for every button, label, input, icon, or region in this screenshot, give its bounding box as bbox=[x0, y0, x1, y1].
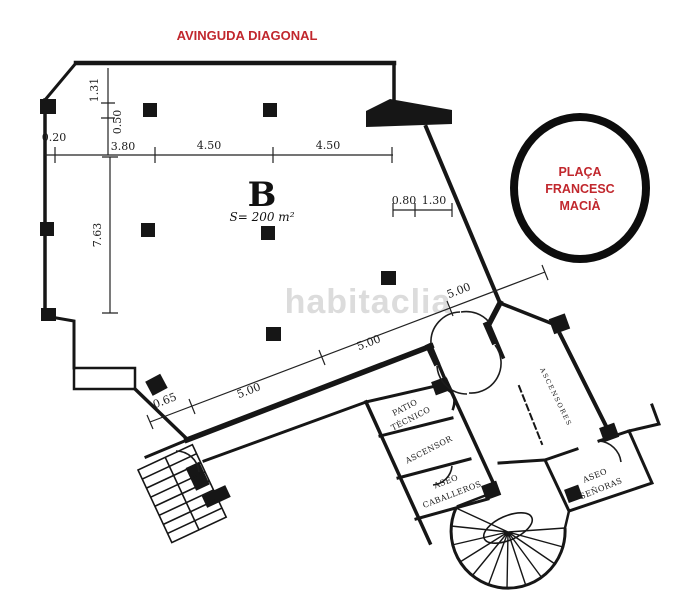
unit-area-label: S= 200 m² bbox=[230, 210, 295, 224]
dimension-lines bbox=[45, 68, 549, 430]
spiral-outer-wall bbox=[449, 507, 567, 590]
column bbox=[145, 373, 168, 396]
wall-lower-left-diagonal bbox=[132, 386, 190, 442]
dim-label: 1.31 bbox=[88, 78, 101, 103]
column bbox=[431, 376, 451, 396]
plaza-line-2: FRANCESC bbox=[545, 182, 614, 196]
divider-caballeros-stair bbox=[414, 497, 490, 521]
column bbox=[548, 313, 571, 335]
wall-planter bbox=[72, 366, 137, 391]
walls bbox=[42, 60, 661, 546]
corridor-wall bbox=[202, 400, 368, 463]
column bbox=[481, 480, 502, 501]
vestibule-side-walls bbox=[428, 321, 506, 380]
door-arcs bbox=[175, 310, 622, 486]
dim-label: 3.80 bbox=[111, 140, 136, 153]
top-right-wall-wedge bbox=[366, 99, 452, 127]
double-door-leaf bbox=[468, 344, 502, 394]
plaza-line-1: PLAÇA bbox=[558, 165, 601, 179]
column bbox=[40, 222, 54, 236]
straight-staircase bbox=[136, 443, 228, 544]
dim-label: 5.00 bbox=[355, 332, 383, 353]
senoras-door-arc bbox=[598, 440, 622, 463]
street-label: AVINGUDA DIAGONAL bbox=[177, 28, 318, 43]
stair-door-arc bbox=[175, 450, 200, 473]
spiral-staircase bbox=[449, 507, 567, 590]
dim-label: 4.50 bbox=[197, 139, 222, 152]
dim-line-left-vertical bbox=[102, 156, 118, 314]
lobby-right-diagonal-wall bbox=[557, 331, 610, 431]
column bbox=[143, 103, 157, 117]
column bbox=[599, 422, 620, 443]
lobby-top-wall bbox=[497, 300, 556, 327]
plaza-circle-group: PLAÇA FRANCESC MACIÀ bbox=[510, 113, 650, 263]
double-door-leaf bbox=[460, 310, 490, 323]
wall-left-step bbox=[43, 314, 76, 370]
door-jambs bbox=[424, 320, 499, 367]
dim-label: 4.50 bbox=[316, 139, 341, 152]
dim-label: 5.00 bbox=[235, 380, 263, 401]
column bbox=[261, 226, 275, 240]
column bbox=[141, 223, 155, 237]
divider-patio-ascensor bbox=[378, 416, 454, 438]
room-label-ascensor: ASCENSOR bbox=[403, 434, 454, 466]
divider-ascensor-caballeros bbox=[396, 457, 472, 480]
spiral-treads bbox=[450, 507, 566, 590]
dim-line-top bbox=[45, 147, 393, 163]
double-door-leaf bbox=[430, 311, 461, 345]
column bbox=[41, 308, 56, 321]
column bbox=[40, 99, 56, 114]
plaza-line-3: MACIÀ bbox=[560, 198, 601, 213]
columns bbox=[40, 99, 620, 508]
right-stub-wall bbox=[627, 403, 661, 433]
watermark: habitaclia bbox=[285, 283, 452, 321]
shaft-dashed-line bbox=[517, 384, 544, 446]
column bbox=[564, 484, 583, 503]
patio-top-wall bbox=[364, 383, 442, 404]
lobby-bottom-wall bbox=[497, 458, 547, 465]
dim-label: 1.30 bbox=[422, 194, 447, 207]
dim-line-mid bbox=[392, 203, 453, 217]
column bbox=[266, 327, 281, 341]
wall-main-diagonal bbox=[183, 342, 435, 444]
wall-main-diagonal-end bbox=[485, 299, 504, 328]
plaza-circle bbox=[510, 113, 650, 263]
column bbox=[263, 103, 277, 117]
senoras-room-walls bbox=[542, 429, 655, 513]
dim-line-diagonal bbox=[146, 264, 549, 430]
dim-label: 0.80 bbox=[392, 194, 417, 207]
dim-label: 7.63 bbox=[91, 223, 104, 248]
column bbox=[381, 271, 396, 285]
caballeros-door-arc bbox=[432, 465, 453, 486]
unit-name-label: B bbox=[248, 175, 277, 215]
room-label-ascensores: ASCENSORES bbox=[538, 366, 574, 428]
dim-label: 0.50 bbox=[111, 110, 124, 135]
spiral-connector-walls bbox=[456, 489, 571, 530]
wall-topleft-cut bbox=[42, 60, 79, 103]
stair-connector-wall bbox=[144, 438, 189, 459]
wall-right-diagonal bbox=[423, 124, 503, 306]
dimension-labels: 1.31 0.50 0.20 3.80 4.50 4.50 7.63 0.80 … bbox=[42, 78, 473, 411]
stair-treads bbox=[141, 452, 223, 535]
double-door-leaf bbox=[436, 365, 468, 395]
dim-label: 0.20 bbox=[42, 131, 67, 144]
dim-line-top-vertical bbox=[101, 68, 115, 155]
